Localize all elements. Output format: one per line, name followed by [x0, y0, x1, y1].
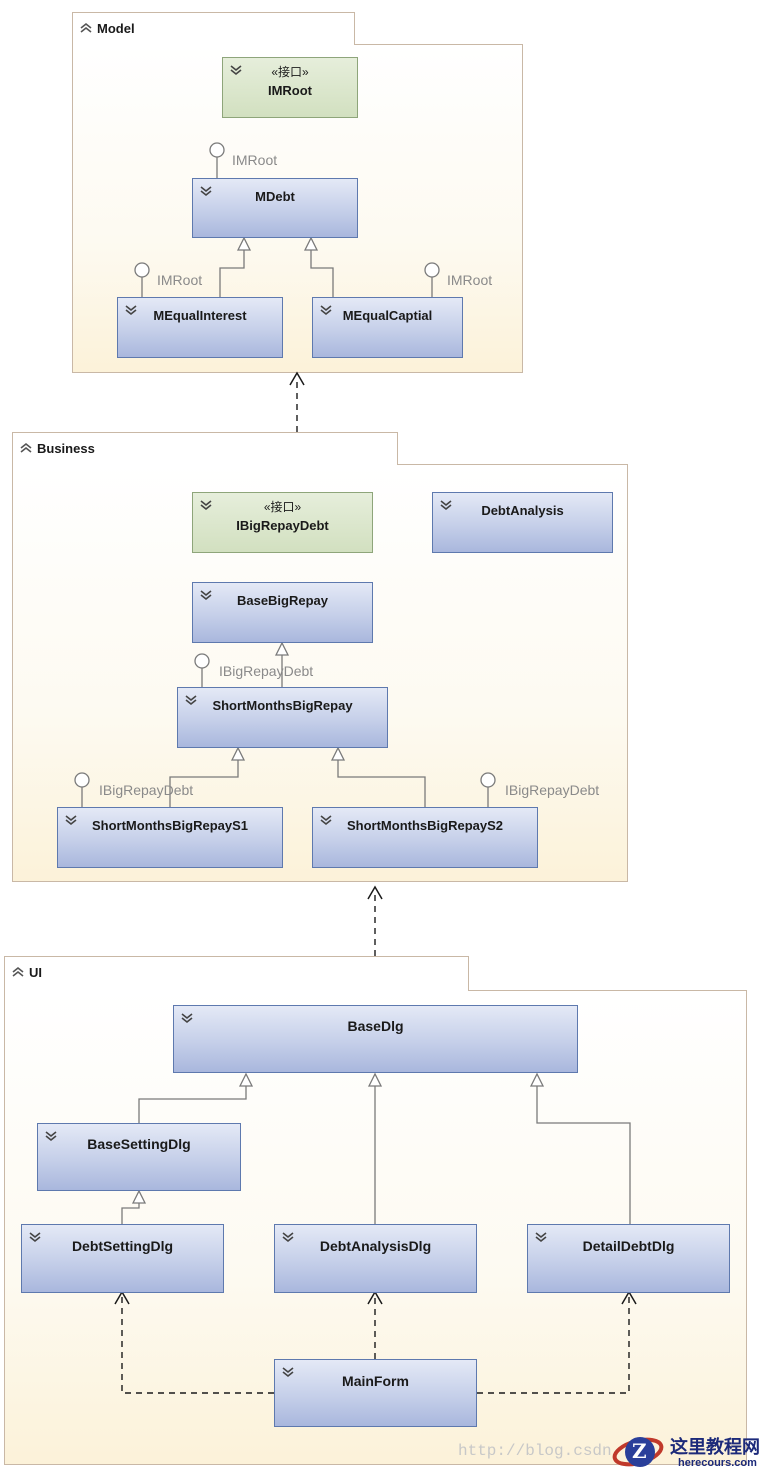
class-name: DebtAnalysisDlg: [319, 1238, 432, 1254]
class-name: MainForm: [342, 1373, 409, 1389]
expand-icon[interactable]: [534, 1231, 548, 1243]
class-detaildebtdlg[interactable]: DetailDebtDlg: [527, 1224, 730, 1293]
gen-s2-short: [337, 760, 426, 807]
class-name: IMRoot: [267, 83, 313, 98]
class-name: DebtSettingDlg: [71, 1238, 174, 1254]
class-debtanalysisdlg[interactable]: DebtAnalysisDlg: [274, 1224, 477, 1293]
class-name: MEqualCaptial: [342, 308, 433, 323]
expand-icon[interactable]: [180, 1012, 194, 1024]
class-name: ShortMonthsBigRepay: [212, 698, 353, 713]
class-basesettingdlg[interactable]: BaseSettingDlg: [37, 1123, 241, 1191]
lollipop-label: IMRoot: [232, 152, 278, 168]
gen-arrowhead: [238, 1072, 254, 1087]
site-logo: Z 这里教程网 herecours.com: [612, 1430, 762, 1473]
interface-ibigrepaydebt[interactable]: «接口» IBigRepayDebt: [192, 492, 373, 553]
expand-icon[interactable]: [28, 1231, 42, 1243]
lollipop-icon: [194, 653, 210, 669]
watermark-url: http://blog.csdn: [458, 1442, 612, 1460]
gen-arrowhead: [131, 1189, 147, 1204]
class-mdebt[interactable]: MDebt: [192, 178, 358, 238]
logo-subtitle: herecours.com: [678, 1457, 757, 1469]
expand-icon[interactable]: [199, 499, 213, 511]
gen-basesetting-basedlg: [138, 1086, 247, 1123]
class-name: BaseSettingDlg: [87, 1136, 191, 1152]
class-name: BaseDlg: [347, 1018, 404, 1034]
lollipop-label: IBigRepayDebt: [99, 782, 194, 798]
stereotype-label: «接口»: [263, 500, 302, 514]
class-name: ShortMonthsBigRepayS1: [91, 818, 248, 833]
class-name: IBigRepayDebt: [236, 518, 329, 533]
gen-arrowhead: [529, 1072, 545, 1087]
class-shortmonthsbigrepays1[interactable]: ShortMonthsBigRepayS1: [57, 807, 283, 868]
class-debtsettingdlg[interactable]: DebtSettingDlg: [21, 1224, 224, 1293]
lollipop-icon: [480, 772, 496, 788]
class-name: ShortMonthsBigRepayS2: [346, 818, 503, 833]
expand-icon[interactable]: [64, 814, 78, 826]
expand-icon[interactable]: [229, 64, 243, 76]
gen-mequalcaptial-mdebt: [310, 250, 334, 297]
class-shortmonthsbigrepays2[interactable]: ShortMonthsBigRepayS2: [312, 807, 538, 868]
dep-mainform-detaildebt: [477, 1297, 630, 1394]
expand-icon[interactable]: [319, 814, 333, 826]
package-model-title: Model: [97, 21, 135, 36]
gen-arrowhead: [274, 641, 290, 656]
gen-arrowhead: [330, 746, 346, 761]
class-shortmonthsbigrepay[interactable]: ShortMonthsBigRepay: [177, 687, 388, 748]
collapse-icon[interactable]: [79, 22, 93, 34]
lollipop-icon: [74, 772, 90, 788]
lollipop-label: IBigRepayDebt: [505, 782, 600, 798]
class-mainform[interactable]: MainForm: [274, 1359, 477, 1427]
class-mequalcaptial[interactable]: MEqualCaptial: [312, 297, 463, 358]
collapse-icon[interactable]: [11, 966, 25, 978]
class-basebigrepay[interactable]: BaseBigRepay: [192, 582, 373, 643]
lollipop-icon: [134, 262, 150, 278]
expand-icon[interactable]: [439, 499, 453, 511]
lollipop-label: IBigRepayDebt: [219, 663, 314, 679]
package-ui-tab[interactable]: UI: [4, 956, 469, 991]
class-name: DetailDebtDlg: [582, 1238, 675, 1254]
stereotype-label: «接口»: [271, 65, 309, 79]
dep-arrowhead: [367, 885, 383, 900]
lollipop-icon: [209, 142, 225, 158]
expand-icon[interactable]: [281, 1366, 295, 1378]
package-business-title: Business: [37, 441, 95, 456]
package-ui-title: UI: [29, 965, 42, 980]
expand-icon[interactable]: [319, 304, 333, 316]
lollipop-label: IMRoot: [157, 272, 203, 288]
gen-s1-short: [169, 760, 239, 807]
lollipop-icon: [424, 262, 440, 278]
gen-detaildebt-basedlg: [536, 1086, 631, 1224]
expand-icon[interactable]: [199, 589, 213, 601]
class-name: MEqualInterest: [153, 308, 247, 323]
expand-icon[interactable]: [184, 694, 198, 706]
class-mequalinterest[interactable]: MEqualInterest: [117, 297, 283, 358]
dep-arrowhead: [289, 371, 305, 386]
gen-mequalinterest-mdebt: [219, 250, 245, 297]
lollipop-label: IMRoot: [447, 272, 493, 288]
class-name: DebtAnalysis: [481, 503, 564, 518]
collapse-icon[interactable]: [19, 442, 33, 454]
gen-arrowhead: [367, 1072, 383, 1087]
expand-icon[interactable]: [199, 185, 213, 197]
class-name: BaseBigRepay: [236, 593, 329, 608]
gen-arrowhead: [303, 236, 319, 251]
package-model-tab[interactable]: Model: [72, 12, 355, 45]
gen-arrowhead: [230, 746, 246, 761]
expand-icon[interactable]: [44, 1130, 58, 1142]
dep-mainform-debtsetting: [121, 1297, 274, 1394]
package-business-tab[interactable]: Business: [12, 432, 398, 465]
class-name: MDebt: [255, 189, 295, 204]
gen-debtsetting-basesetting: [121, 1203, 140, 1224]
class-debtanalysis[interactable]: DebtAnalysis: [432, 492, 613, 553]
logo-icon: [612, 1437, 664, 1467]
logo-title: 这里教程网: [670, 1437, 760, 1458]
expand-icon[interactable]: [281, 1231, 295, 1243]
logo-letter: Z: [632, 1439, 647, 1463]
gen-arrowhead: [236, 236, 252, 251]
expand-icon[interactable]: [124, 304, 138, 316]
interface-imroot[interactable]: «接口» IMRoot: [222, 57, 358, 118]
class-basedlg[interactable]: BaseDlg: [173, 1005, 578, 1073]
